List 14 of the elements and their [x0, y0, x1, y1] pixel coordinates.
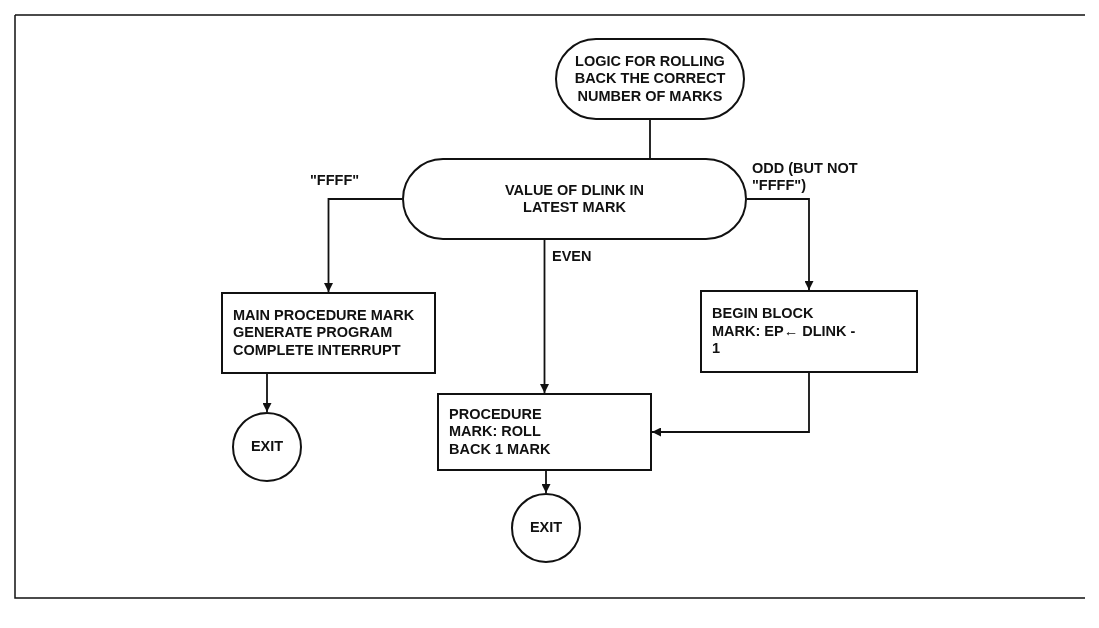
arrow: [541, 470, 551, 494]
arrow: [651, 372, 810, 437]
process-box: MAIN PROCEDURE MARK GENERATE PROGRAM COMPLETE INTERRUPT: [221, 292, 436, 374]
connector-line: [649, 119, 651, 159]
arrow: [262, 373, 272, 413]
arrow: [324, 198, 403, 293]
arrow: [746, 198, 814, 291]
exit-circle: EXIT: [511, 493, 581, 563]
process-box: PROCEDURE MARK: ROLL BACK 1 MARK: [437, 393, 652, 471]
arrow: [540, 239, 549, 394]
process-box: BEGIN BLOCK MARK: EP← DLINK - 1: [700, 290, 918, 373]
terminator-box: VALUE OF DLINK IN LATEST MARK: [402, 158, 747, 240]
terminator-box: LOGIC FOR ROLLING BACK THE CORRECT NUMBER OF MARKS: [555, 38, 745, 120]
exit-circle: EXIT: [232, 412, 302, 482]
